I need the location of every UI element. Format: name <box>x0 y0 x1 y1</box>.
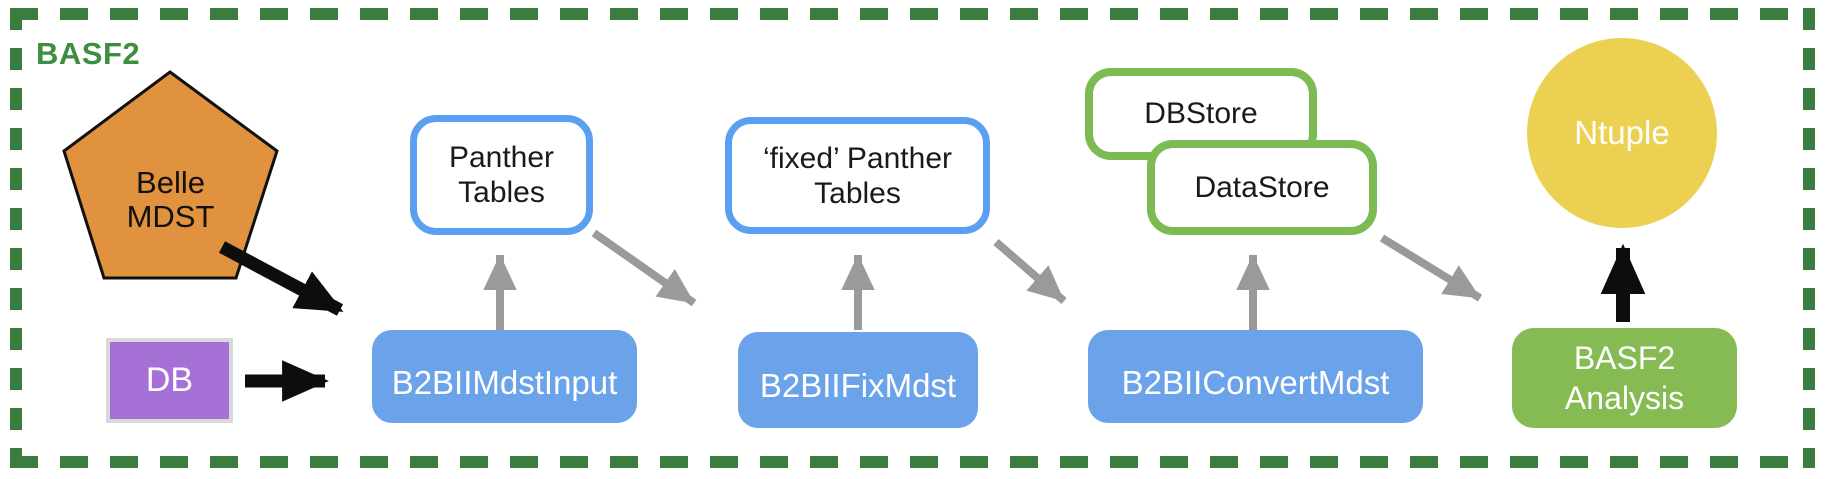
arrow-panther-to-fixmdst <box>591 229 697 307</box>
frame-title: BASF2 <box>36 36 141 71</box>
panther-tables-node: Panther Tables <box>410 115 593 235</box>
arrow-datastore-to-analysis <box>1379 234 1483 302</box>
b2bii-mdst-input-node: B2BIIMdstInput <box>372 330 637 423</box>
belle-mdst-label: Belle MDST <box>126 165 215 234</box>
dashed-border-left <box>10 8 22 468</box>
b2bii-convert-mdst-node: B2BIIConvertMdst <box>1088 330 1423 423</box>
fixed-panther-tables-node: ‘fixed’ Panther Tables <box>725 117 990 234</box>
basf2-analysis-node: BASF2 Analysis <box>1512 328 1737 428</box>
ntuple-node: Ntuple <box>1527 38 1717 228</box>
dashed-border-right <box>1803 8 1815 468</box>
arrow-fixedpanther-to-convertmdst <box>993 238 1067 305</box>
dashed-border-bottom <box>10 456 1805 468</box>
belle-mdst-pentagon <box>62 70 279 280</box>
datastore-node: DataStore <box>1147 140 1377 235</box>
b2bii-fix-mdst-node: B2BIIFixMdst <box>738 332 978 428</box>
dashed-border-top <box>10 8 1805 20</box>
db-node: DB <box>106 338 233 423</box>
